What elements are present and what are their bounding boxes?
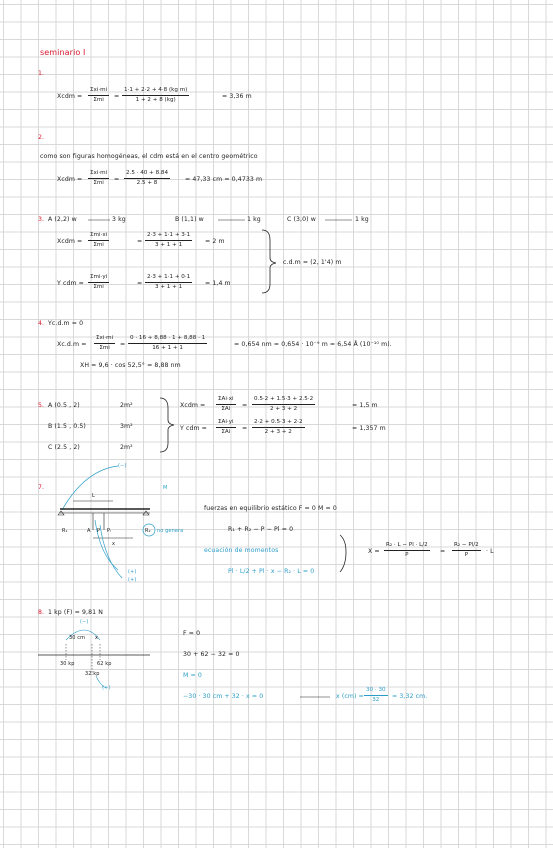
p8-x-result: = 3,32 cm.: [392, 693, 428, 700]
lever-diagram-p8: [38, 629, 330, 698]
brace-p3: [261, 229, 277, 294]
p7-equilibrium-text: fuerzas en equilibrio estático F = 0 M =…: [204, 505, 337, 512]
p5-area-a: 2m²: [120, 402, 133, 409]
problem-number-1: 1.: [38, 70, 45, 77]
problem-number-2: 2.: [38, 134, 45, 141]
p7-moment-sign-plus-1: (+): [128, 569, 137, 575]
page-title: seminario I: [40, 48, 86, 57]
p7-moment-label: M: [163, 485, 168, 491]
p7-r1: R₁: [62, 528, 68, 534]
p5-item-b: B (1.5 , 0.5): [48, 423, 86, 430]
brace-p5: [159, 397, 175, 453]
p8-sign-minus: (−): [80, 619, 89, 625]
p5-x-lhs: Xcdm =: [180, 402, 206, 409]
p8-weight-30kp: 30 kp: [60, 661, 75, 667]
p7-moment-equation: Pl · L/2 + Pl · x − R₂ · L = 0: [228, 568, 315, 575]
p3-cdm-result: c.d.m = (2, 1'4) m: [283, 259, 342, 266]
p8-force-zero: F = 0: [183, 630, 201, 637]
p5-y-result: = 1,357 m: [352, 425, 386, 432]
p5-y-lhs: Y cdm =: [180, 425, 207, 432]
p1-lhs: Xcdm =: [57, 93, 83, 100]
p3-item-b: B (1,1) w: [175, 216, 204, 223]
p7-x-label: x: [112, 541, 116, 547]
p7-moment-title: ecuación de momentos: [204, 547, 279, 554]
p8-sign-plus: (+): [102, 685, 111, 691]
p8-conversion: 1 kp (F) = 9,81 N: [48, 609, 103, 616]
p8-x-lhs: x (cm) =: [336, 693, 364, 700]
p5-item-c: C (2.5 , 2): [48, 444, 80, 451]
p8-weight-32kp: 32 kp: [85, 671, 100, 677]
p3-y-lhs: Y cdm =: [57, 280, 84, 287]
p4-xh-line: XH = 9,6 · cos 52,5° = 8,88 nm: [80, 362, 181, 369]
p8-distance-30cm: 30 cm: [69, 635, 86, 641]
p2-lhs: Xcdm =: [57, 176, 83, 183]
p2-result: = 47,33 cm = 0,4733 m: [185, 176, 263, 183]
p5-area-b: 3m²: [120, 423, 133, 430]
problem-number-7: 7.: [38, 484, 45, 491]
p7-r2: R₂: [145, 528, 151, 534]
p3-item-c: C (3,0) w: [287, 216, 316, 223]
p3-item-a: A (2,2) w: [48, 216, 77, 223]
problem-number-4: 4.: [38, 320, 45, 327]
p3-y-result: = 1,4 m: [205, 280, 231, 287]
p7-moment-sign-plus-2: (+): [128, 577, 137, 583]
p4-y-line: Yc.d.m = 0: [48, 320, 84, 327]
p8-moment-equation: −30 · 30 cm + 32 · x = 0: [183, 693, 264, 700]
p2-statement: como son figuras homogéneas, el cdm está…: [40, 153, 258, 160]
p8-force-equation: 30 + 62 − 32 = 0: [183, 651, 240, 658]
p7-p: P: [97, 528, 101, 534]
p7-length-label: L: [92, 493, 95, 499]
p1-result: = 3,36 m: [222, 93, 252, 100]
p7-x-lhs: X =: [368, 548, 380, 555]
p7-no-genera: no genera: [157, 528, 184, 534]
problem-number-3: 3.: [38, 216, 45, 223]
p8-moment-zero: M = 0: [183, 672, 202, 679]
brace-p7: [339, 534, 347, 573]
p3-mass-c: 1 kg: [355, 216, 369, 223]
p5-area-c: 2m²: [120, 444, 133, 451]
p1-fraction-2: 1·1 + 2·2 + 4·8 (kg m)1 + 2 + 8 (kg): [122, 87, 190, 103]
p8-weight-62kp: 62 kp: [97, 661, 112, 667]
p4-lhs: Xc.d.m =: [57, 341, 87, 348]
p7-force-equation: R₁ + R₂ − P − Pl = 0: [228, 526, 294, 533]
problem-number-8: 8.: [38, 609, 45, 616]
p7-moment-sign-minus: (−): [118, 463, 127, 469]
p8-distance-x: x: [95, 635, 99, 641]
p4-result: = 0,654 nm = 0,654 · 10⁻⁹ m = 6,54 Å (10…: [234, 341, 392, 348]
p5-item-a: A (0.5 , 2): [48, 402, 80, 409]
p7-pl: Pₗ: [107, 528, 112, 534]
p5-x-result: = 1,5 m: [352, 402, 378, 409]
beam-diagram-p7: [57, 465, 156, 579]
problem-number-5: 5.: [38, 402, 45, 409]
p7-point-a: A: [87, 528, 91, 534]
p3-x-result: = 2 m: [205, 238, 225, 245]
p3-mass-b: 1 kg: [247, 216, 261, 223]
p3-x-lhs: Xcdm =: [57, 238, 83, 245]
p7-x-tail: · L: [486, 548, 494, 555]
p3-mass-a: 3 kg: [112, 216, 126, 223]
